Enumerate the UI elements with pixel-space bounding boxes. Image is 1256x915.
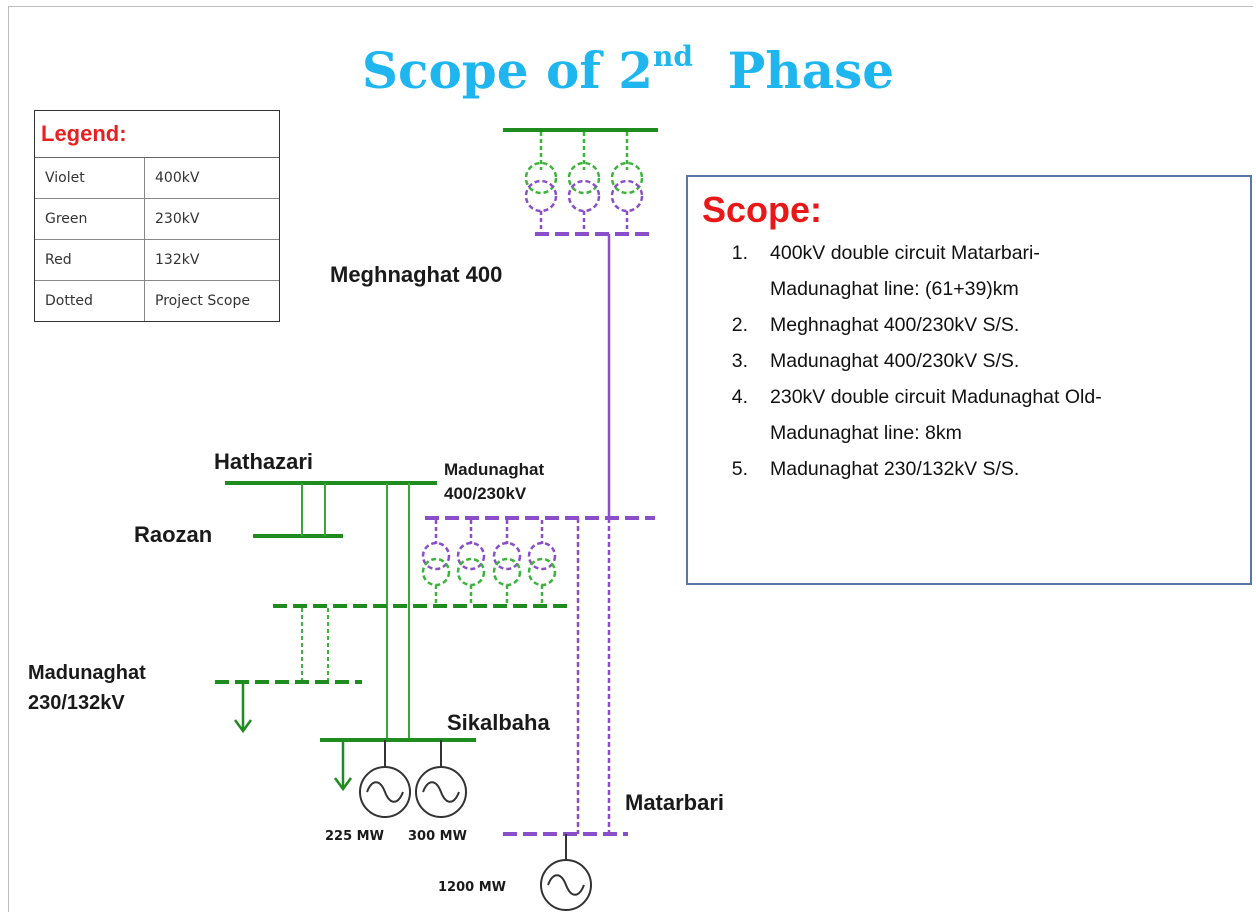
label-madunaghat-230: Madunaghat bbox=[28, 662, 146, 684]
label-madunaghat-230-rating: 230/132kV bbox=[28, 692, 125, 714]
scope-item-continuation: Madunaghat line: (61+39)km bbox=[770, 278, 1019, 300]
legend-heading: Legend: bbox=[35, 111, 279, 158]
legend-table: Legend: Violet 400kV Green 230kV Red 132… bbox=[34, 110, 280, 322]
scope-item-continuation: Madunaghat line: 8km bbox=[770, 422, 962, 444]
legend-row: Green 230kV bbox=[35, 199, 279, 240]
label-raozan: Raozan bbox=[134, 522, 213, 547]
legend-value: 230kV bbox=[155, 211, 200, 227]
legend-value: 400kV bbox=[155, 170, 200, 186]
scope-item: 4.230kV double circuit Madunaghat Old- bbox=[731, 386, 1102, 408]
meghnaghat-transformers bbox=[524, 132, 644, 234]
label-hathazari: Hathazari bbox=[214, 449, 314, 474]
legend-key: Red bbox=[35, 240, 145, 280]
slide-title: Scope of 2nd Phase bbox=[361, 40, 895, 100]
slide-frame bbox=[8, 6, 1253, 912]
legend-row: Dotted Project Scope bbox=[35, 281, 279, 321]
scope-item: 5.Madunaghat 230/132kV S/S. bbox=[731, 458, 1020, 480]
scope-item: 3.Madunaghat 400/230kV S/S. bbox=[731, 350, 1020, 372]
generator-icon bbox=[415, 740, 467, 818]
label-madunaghat-400: Madunaghat bbox=[444, 460, 545, 479]
scope-item: 2.Meghnaghat 400/230kV S/S. bbox=[731, 314, 1020, 336]
label-gen-300: 300 MW bbox=[408, 829, 467, 844]
legend-key: Violet bbox=[35, 158, 145, 198]
madunaghat-transformers bbox=[421, 520, 557, 606]
legend-value: 132kV bbox=[155, 252, 200, 268]
scope-item: 1.400kV double circuit Matarbari- bbox=[731, 242, 1040, 264]
label-gen-1200: 1200 MW bbox=[438, 880, 506, 895]
label-matarbari: Matarbari bbox=[625, 790, 725, 815]
generator-icon bbox=[359, 740, 411, 818]
legend-key: Green bbox=[35, 199, 145, 239]
label-meghnaghat: Meghnaghat 400 bbox=[330, 262, 503, 287]
sikalbaha-load-arrow-icon bbox=[333, 740, 353, 792]
generator-icon bbox=[540, 834, 592, 911]
legend-row: Violet 400kV bbox=[35, 158, 279, 199]
scope-list: 1.400kV double circuit Matarbari- Maduna… bbox=[688, 235, 1248, 487]
label-sikalbaha: Sikalbaha bbox=[447, 710, 550, 735]
legend-value: Project Scope bbox=[155, 293, 250, 309]
legend-key: Dotted bbox=[35, 281, 145, 321]
label-madunaghat-400-rating: 400/230kV bbox=[444, 484, 527, 503]
scope-heading: Scope: bbox=[702, 189, 823, 230]
scope-box: Scope: 1.400kV double circuit Matarbari-… bbox=[686, 175, 1252, 585]
label-gen-225: 225 MW bbox=[325, 829, 384, 844]
load-arrow-icon bbox=[233, 682, 253, 734]
legend-row: Red 132kV bbox=[35, 240, 279, 281]
